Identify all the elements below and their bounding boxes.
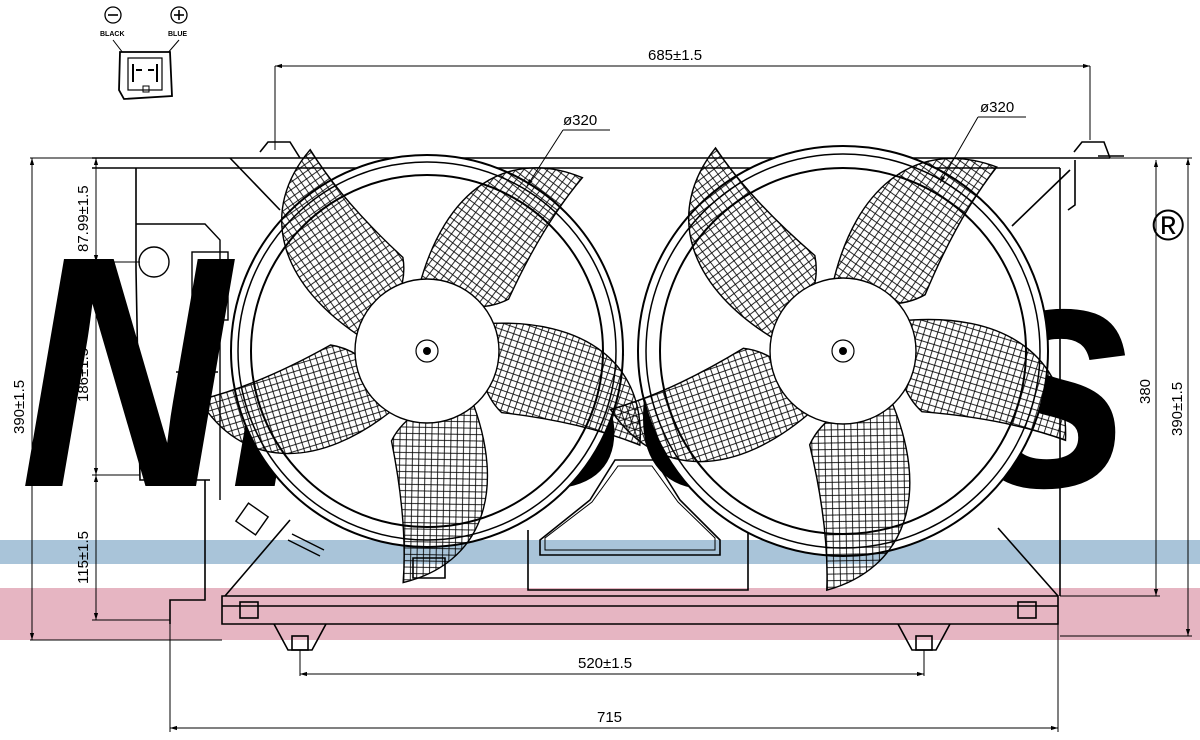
dim-right-total-height-label: 390±1.5: [1169, 382, 1186, 436]
dimension-lines: [29, 63, 1192, 732]
dim-top-width-label: 685±1.5: [648, 47, 702, 64]
fan-left: [190, 145, 656, 596]
dim-bottom-width-label: 715: [597, 709, 622, 726]
dim-left-a-label: 87.99±1.5: [75, 185, 92, 252]
connector-plus-label: BLUE: [168, 31, 187, 38]
dim-fan-left-diameter-label: ø320: [563, 112, 597, 129]
dim-right-height-label: 380: [1137, 379, 1154, 404]
fan-right: [602, 144, 1082, 604]
dim-fan-right-diameter-label: ø320: [980, 99, 1014, 116]
connector-detail: [104, 6, 188, 100]
connector-body: [118, 51, 173, 100]
dim-mount-spacing-label: 520±1.5: [578, 655, 632, 672]
registered-mark: ®: [1152, 201, 1184, 250]
dim-left-b-label: 186±1.5: [75, 348, 92, 402]
left-bracket: [136, 223, 325, 557]
dim-left-total-height-label: 390±1.5: [11, 380, 28, 434]
watermark-band-blue: [0, 540, 1200, 564]
dim-left-c-label: 115±1.5: [75, 531, 92, 584]
minus-terminal-icon: [104, 6, 122, 24]
connector-minus-label: BLACK: [100, 31, 125, 38]
plus-terminal-icon: [170, 6, 188, 24]
